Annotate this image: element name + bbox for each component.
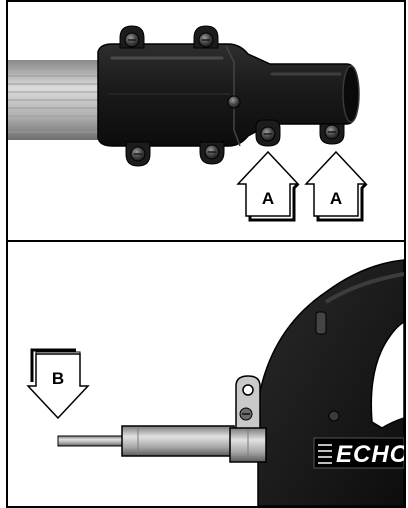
screw-a-right-icon — [319, 123, 345, 145]
brand-decal: ECHO — [313, 437, 404, 469]
engine-housing — [257, 259, 404, 506]
coupler-body — [97, 43, 360, 147]
clamp-screws — [119, 25, 345, 167]
hanger-bracket — [235, 375, 261, 433]
callout-label-a-left: A — [262, 189, 274, 208]
callout-arrow-a-left: A — [236, 150, 300, 222]
screw-bottom-middle-icon — [199, 141, 225, 165]
callout-label-a-right: A — [330, 189, 342, 208]
callout-arrow-a-right: A — [304, 150, 368, 222]
bottom-panel-powerhead-view: ECHO B — [6, 240, 406, 508]
powerhead-illustration: ECHO B — [26, 259, 404, 506]
coupler-illustration: A A — [8, 25, 368, 222]
ribbed-shaft — [8, 60, 103, 140]
screw-bottom-left-icon — [125, 141, 151, 167]
screw-a-left-icon — [255, 119, 281, 147]
callout-arrow-b: B — [26, 348, 90, 420]
brand-logo-text: ECHO — [336, 441, 404, 468]
drive-shaft-assembly — [57, 425, 267, 463]
top-panel-coupler-view: A A — [6, 0, 406, 242]
screw-top-right-icon — [193, 25, 219, 49]
screw-top-left-icon — [119, 25, 145, 49]
callout-label-b: B — [52, 369, 64, 388]
